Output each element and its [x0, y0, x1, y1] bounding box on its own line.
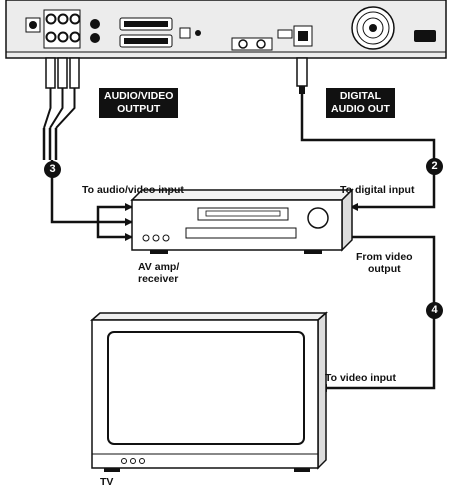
tv-label: TV [100, 476, 114, 488]
digital-out-port [277, 25, 313, 47]
scart-connectors [119, 17, 173, 48]
cable-digital [300, 94, 436, 211]
av-amp-label: AV amp/receiver [138, 261, 180, 285]
cable-av-to-amp [42, 128, 58, 160]
av-receiver-icon [130, 188, 354, 254]
to-av-input-label: To audio/video input [82, 184, 184, 196]
tv-icon [90, 311, 328, 472]
antenna-jacks [231, 37, 273, 51]
av-output-jacks [25, 9, 100, 49]
to-digital-input-label: To digital input [340, 184, 415, 196]
optical-plug-icon [296, 57, 308, 94]
step-2-marker: 2 [426, 158, 443, 175]
step-3-marker: 3 [44, 161, 61, 178]
cooling-fan [351, 6, 395, 50]
step-4-marker: 4 [426, 302, 443, 319]
rca-plug-icon [43, 57, 80, 129]
recorder-rear-panel [5, 0, 447, 59]
to-video-input-label: To video input [325, 372, 396, 384]
